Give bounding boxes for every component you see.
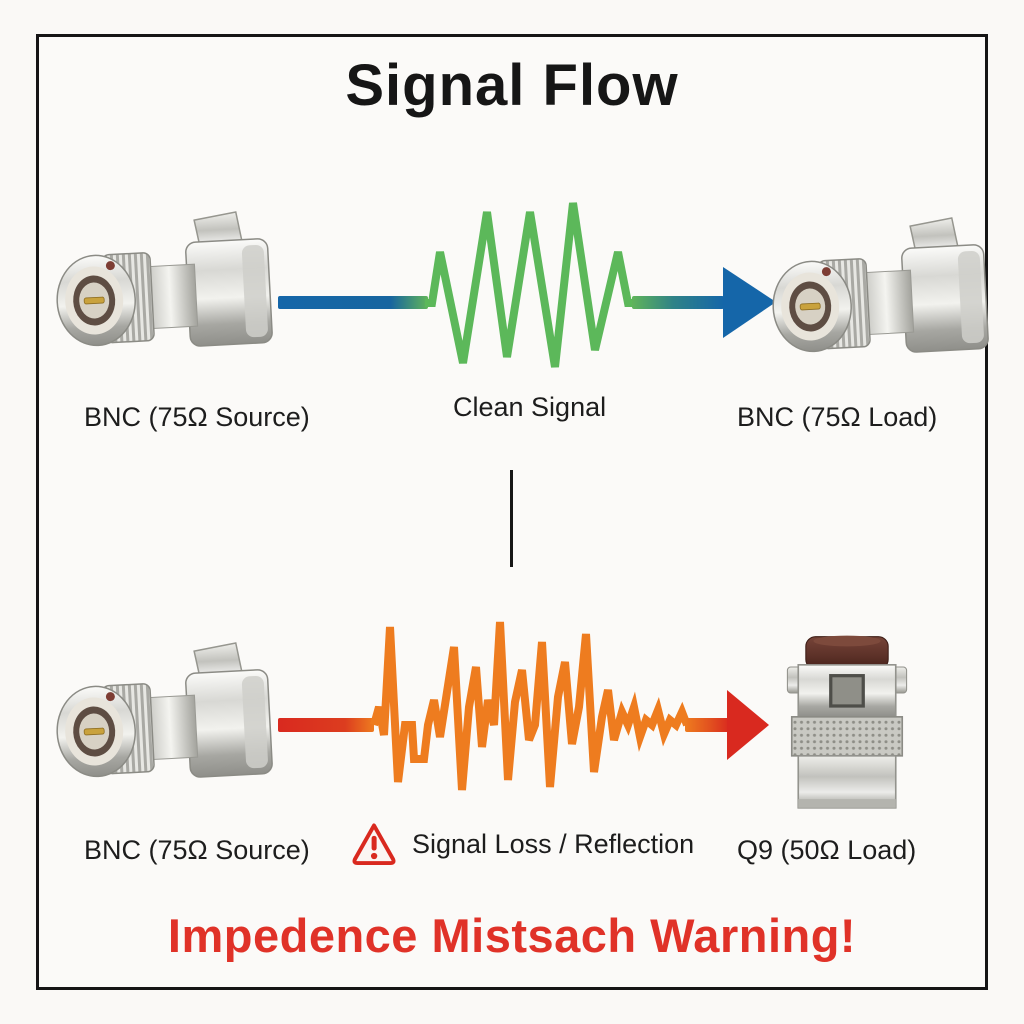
clean-arrow-left-shaft [278, 296, 428, 309]
distorted-signal-arrow-graphic [278, 621, 769, 791]
top-load-label: BNC (75Ω Load) [737, 402, 938, 432]
clean-signal-waveform [425, 202, 634, 368]
distorted-arrow-left-shaft [278, 718, 374, 732]
clean-arrow-right-shaft [632, 296, 724, 309]
signal-loss-callout: Signal Loss / Reflection [350, 820, 694, 868]
distorted-arrowhead-icon [727, 690, 769, 760]
warning-triangle-icon [352, 823, 396, 866]
bottom-load-label: Q9 (50Ω Load) [737, 835, 917, 865]
clean-arrowhead-icon [723, 267, 776, 338]
impedance-mismatch-warning-text: Impedence Mistsach Warning! [167, 909, 857, 962]
bnc-source-connector-photo-top [46, 210, 276, 380]
vertical-divider-line [510, 470, 513, 567]
signal-loss-label: Signal Loss / Reflection [412, 828, 695, 859]
clean-signal-arrow-graphic [278, 202, 776, 368]
bottom-source-label: BNC (75Ω Source) [84, 835, 310, 865]
clean-signal-label: Clean Signal [453, 392, 607, 422]
q9-load-connector-photo [752, 628, 942, 823]
bnc-source-connector-photo-bottom [46, 640, 276, 812]
distorted-arrow-right-shaft [685, 718, 730, 732]
distorted-signal-waveform [370, 621, 691, 791]
page-title: Signal Flow [345, 53, 679, 118]
bnc-load-connector-photo-top [762, 216, 992, 386]
top-source-label: BNC (75Ω Source) [84, 402, 310, 432]
